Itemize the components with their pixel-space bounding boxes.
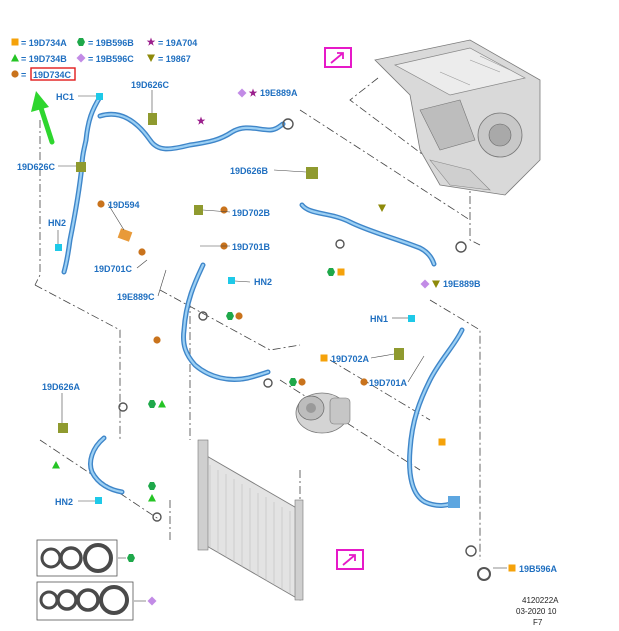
label-19d701c: 19D701C — [94, 264, 133, 274]
triangle-icon — [52, 461, 60, 469]
valve-19d626c — [148, 113, 157, 125]
refrigerant-hoses — [61, 94, 465, 508]
seal-kit-hexagon — [36, 539, 135, 577]
circle-icon — [97, 200, 105, 208]
hexagon-icon — [327, 268, 335, 276]
footer-date: 03-2020 10 — [516, 607, 557, 616]
diamond-icon — [147, 596, 157, 606]
legend-text: = 19867 — [158, 54, 191, 64]
fittings — [55, 93, 491, 581]
callout-box-top — [324, 47, 352, 68]
triangle-down-icon — [432, 280, 440, 288]
triangle-icon — [11, 54, 19, 62]
hvac-module — [374, 39, 541, 196]
legend-item-19a704: = 19A704 — [146, 37, 197, 48]
square-icon — [337, 268, 345, 276]
liquid-line-right — [407, 327, 465, 508]
label-19d626a: 19D626A — [42, 382, 81, 392]
star-icon — [248, 88, 258, 97]
legend: = 19D734A = 19B596B = 19A704 = 19D734B =… — [11, 37, 197, 81]
highlighted-part-number: 19D734C — [33, 70, 72, 80]
label-hn2-bottom: HN2 — [55, 497, 73, 507]
label-19e889b: 19E889B — [443, 279, 481, 289]
seal-kit-diamond — [36, 581, 157, 621]
circle-icon — [360, 378, 368, 386]
label-hc1: HC1 — [56, 92, 74, 102]
circle-icon — [153, 336, 161, 344]
hexagon-icon — [148, 400, 156, 408]
legend-item-19b596c: = 19B596C — [76, 53, 134, 64]
label-19d702a: 19D702A — [331, 354, 370, 364]
legend-item-19b596b: = 19B596B — [77, 38, 134, 48]
part-labels: HC1 19D626C 19E889A 19D626C 19D626B 19D5… — [17, 80, 558, 574]
star-icon — [196, 116, 206, 125]
square-icon — [438, 438, 446, 446]
label-19d626c-top: 19D626C — [131, 80, 170, 90]
label-hn2-left: HN2 — [48, 218, 66, 228]
label-leaders — [57, 90, 507, 569]
legend-text: = 19B596B — [88, 38, 134, 48]
label-19b596a: 19B596A — [519, 564, 558, 574]
legend-text: = — [21, 70, 26, 80]
label-19d626b: 19D626B — [230, 166, 269, 176]
diamond-icon — [420, 279, 430, 289]
hexagon-icon — [148, 482, 156, 490]
triangle-down-icon — [147, 54, 155, 62]
label-19d702b: 19D702B — [232, 208, 271, 218]
label-19d626c-left: 19D626C — [17, 162, 56, 172]
label-hn2-mid: HN2 — [254, 277, 272, 287]
legend-item-19d734b: = 19D734B — [11, 54, 67, 64]
label-hn1: HN1 — [370, 314, 388, 324]
circle-icon — [298, 378, 306, 386]
circle-icon — [138, 248, 146, 256]
label-19e889c: 19E889C — [117, 292, 155, 302]
compressor — [295, 392, 351, 434]
triangle-down-icon — [378, 204, 386, 212]
diamond-icon — [76, 53, 86, 63]
circle-icon — [235, 312, 243, 320]
legend-item-19d734a: = 19D734A — [11, 38, 67, 48]
square-icon — [508, 564, 516, 572]
legend-text: = 19D734A — [21, 38, 67, 48]
circle-icon — [11, 70, 19, 78]
highlight-box — [30, 67, 76, 81]
legend-text: = 19A704 — [158, 38, 197, 48]
circle-icon — [220, 206, 228, 214]
triangle-icon — [148, 494, 156, 502]
hexagon-icon — [127, 554, 135, 562]
pointer-arrow-icon — [31, 91, 55, 145]
legend-text: = 19D734B — [21, 54, 67, 64]
condenser — [197, 439, 304, 601]
footer-code: 4120222A — [522, 596, 559, 605]
label-19d701b: 19D701B — [232, 242, 271, 252]
hexagon-icon — [289, 378, 297, 386]
star-icon — [146, 37, 156, 46]
diamond-icon — [237, 88, 247, 98]
legend-item-19d734c: = 19D734C — [11, 67, 76, 81]
label-19d701a: 19D701A — [369, 378, 408, 388]
square-icon — [11, 38, 19, 46]
footer-info: 4120222A 03-2020 10 F7 — [516, 596, 559, 627]
footer-page: F7 — [533, 618, 543, 627]
label-19d594: 19D594 — [108, 200, 140, 210]
triangle-icon — [158, 400, 166, 408]
hexagon-icon — [226, 312, 234, 320]
square-icon — [320, 354, 328, 362]
legend-item-19867: = 19867 — [147, 54, 191, 64]
callout-box-bottom — [336, 549, 364, 570]
label-19e889a: 19E889A — [260, 88, 298, 98]
hexagon-icon — [77, 38, 85, 46]
legend-text: = 19B596C — [88, 54, 134, 64]
